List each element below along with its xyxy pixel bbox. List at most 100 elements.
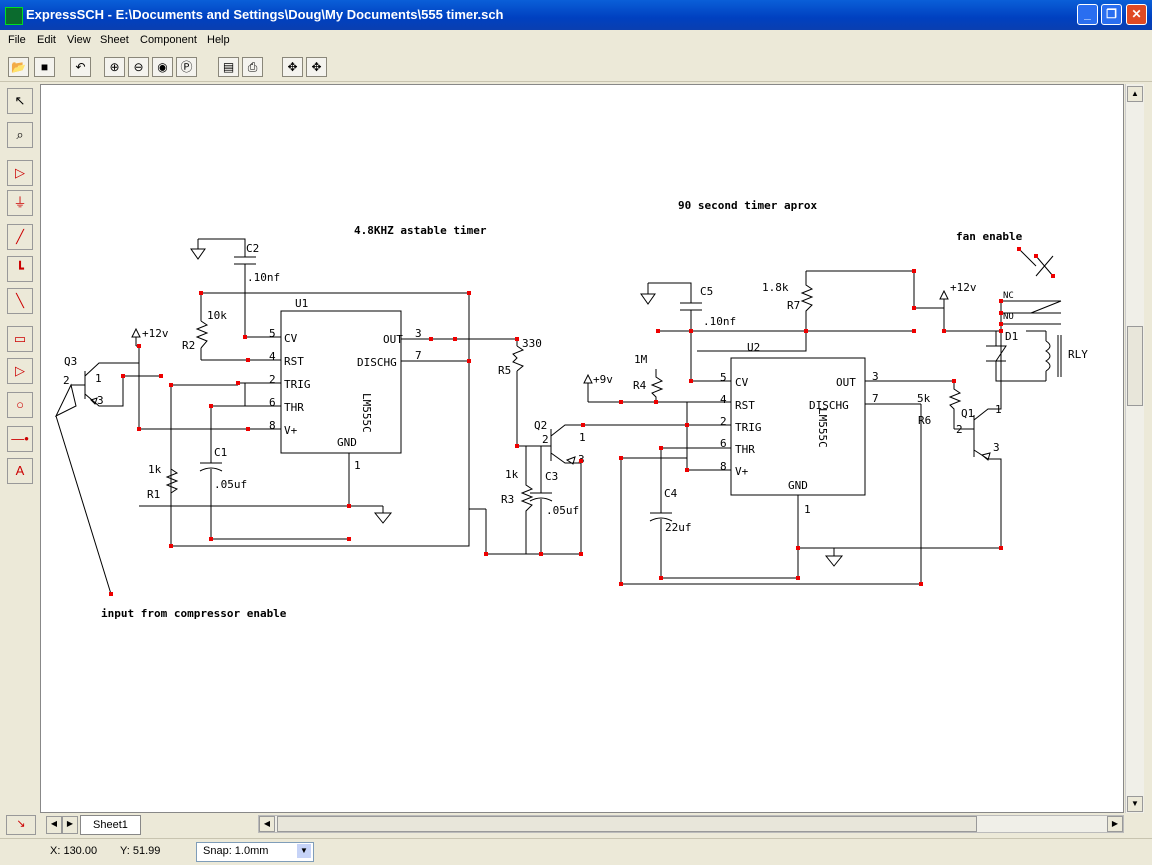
junction-dot bbox=[1051, 274, 1055, 278]
tab-sheet1[interactable]: Sheet1 bbox=[80, 815, 141, 835]
print-icon[interactable]: ⎙ bbox=[242, 57, 263, 77]
wire-tool-icon[interactable]: ▷ bbox=[7, 160, 33, 186]
svg-text:C5: C5 bbox=[700, 285, 713, 298]
junction-dot bbox=[952, 379, 956, 383]
c4-capacitor[interactable]: C4 22uf bbox=[649, 487, 692, 534]
sheet-bar: ↘ ◀ ▶ Sheet1 bbox=[0, 813, 1152, 837]
zoom-out-icon[interactable]: ⊖ bbox=[128, 57, 149, 77]
junction-dot bbox=[246, 427, 250, 431]
zoom-fit-icon[interactable]: ◉ bbox=[152, 57, 173, 77]
u1-chip[interactable]: U1 CV RST TRIG THR V+ OUT DISCHG GND LM5… bbox=[269, 297, 422, 472]
app-icon bbox=[5, 7, 23, 25]
junction-dot bbox=[685, 468, 689, 472]
vertical-scrollbar[interactable]: ▲ ▼ bbox=[1125, 84, 1144, 813]
svg-text:.10nf: .10nf bbox=[247, 271, 280, 284]
svg-text:C3: C3 bbox=[545, 470, 558, 483]
r3-resistor[interactable]: 1k R3 bbox=[501, 446, 534, 554]
minimize-button[interactable]: _ bbox=[1077, 4, 1098, 25]
junction-dot bbox=[199, 291, 203, 295]
properties-icon[interactable]: ▤ bbox=[218, 57, 239, 77]
c5-capacitor[interactable]: C5 .10nf bbox=[640, 282, 736, 331]
menu-component[interactable]: Component bbox=[140, 34, 197, 46]
junction-dot bbox=[137, 344, 141, 348]
pan-center-icon[interactable]: ✥ bbox=[306, 57, 327, 77]
junction-dot bbox=[467, 291, 471, 295]
line-icon[interactable]: ╱ bbox=[7, 224, 33, 250]
close-button[interactable]: ✕ bbox=[1126, 4, 1147, 25]
schematic-canvas[interactable]: 4.8KHZ astable timer 90 second timer apr… bbox=[40, 84, 1124, 813]
snap-select[interactable]: Snap: 1.0mm ▼ bbox=[196, 842, 314, 862]
zoom-in-icon[interactable]: ⊕ bbox=[104, 57, 125, 77]
toolbar: 📂 ■ ↶ ⊕ ⊖ ◉ Ⓟ ▤ ⎙ ✥ ✥ bbox=[0, 51, 1152, 82]
q3-transistor[interactable]: +12v Q3 2 1 3 bbox=[63, 327, 169, 407]
maximize-button[interactable]: ❐ bbox=[1101, 4, 1122, 25]
ground-icon[interactable]: ⏚ bbox=[7, 190, 33, 216]
select-icon[interactable]: ↖ bbox=[7, 88, 33, 114]
zoom-page-icon[interactable]: Ⓟ bbox=[176, 57, 197, 77]
diagonal-line-icon[interactable]: ╲ bbox=[7, 288, 33, 314]
r6-resistor[interactable]: 5k R6 bbox=[917, 381, 962, 429]
tool-palette: ↖ ⌕ ▷ ⏚ ╱ ┗ ╲ ▭ ▷ ○ —• A bbox=[0, 84, 37, 814]
junction-dot bbox=[796, 546, 800, 550]
q1-transistor[interactable]: Q1 2 1 3 bbox=[954, 301, 1002, 548]
svg-text:NO: NO bbox=[1003, 312, 1014, 322]
save-icon[interactable]: ■ bbox=[34, 57, 55, 77]
horizontal-scrollbar[interactable]: ◀ ▶ bbox=[258, 815, 1124, 833]
svg-text:2: 2 bbox=[542, 433, 549, 446]
c3-capacitor[interactable]: C3 .05uf bbox=[529, 446, 579, 554]
sheet-prev-icon[interactable]: ◀ bbox=[46, 816, 62, 834]
svg-text:C2: C2 bbox=[246, 242, 259, 255]
undo-icon[interactable]: ↶ bbox=[70, 57, 91, 77]
component-icon[interactable]: ▭ bbox=[7, 326, 33, 352]
r7-resistor[interactable]: 1.8k R7 bbox=[762, 270, 944, 331]
scroll-right-icon[interactable]: ▶ bbox=[1107, 816, 1123, 832]
menu-help[interactable]: Help bbox=[207, 34, 230, 46]
relay[interactable]: +12v D1 RLY NC NO bbox=[939, 248, 1088, 382]
c2-capacitor[interactable]: C2 .10nf bbox=[190, 238, 280, 284]
c1-capacitor[interactable]: C1 .05uf bbox=[199, 446, 247, 491]
svg-text:GND: GND bbox=[337, 436, 357, 449]
junction-dot bbox=[109, 592, 113, 596]
zoom-select-icon[interactable]: ⌕ bbox=[7, 122, 33, 148]
junction-dot bbox=[169, 383, 173, 387]
junction-dot bbox=[999, 311, 1003, 315]
svg-text:TRIG: TRIG bbox=[284, 378, 311, 391]
r4-resistor[interactable]: +9v 1M R4 bbox=[583, 353, 664, 402]
q2-transistor[interactable]: Q2 2 1 3 bbox=[534, 419, 586, 466]
open-icon[interactable]: 📂 bbox=[8, 57, 29, 77]
r2-resistor[interactable]: 10k R2 bbox=[182, 309, 227, 352]
vertical-scroll-thumb[interactable] bbox=[1127, 326, 1143, 406]
svg-text:1.8k: 1.8k bbox=[762, 281, 789, 294]
menu-edit[interactable]: Edit bbox=[37, 34, 56, 46]
pin-icon[interactable]: —• bbox=[7, 426, 33, 452]
menu-sheet[interactable]: Sheet bbox=[100, 34, 129, 46]
scroll-left-icon[interactable]: ◀ bbox=[259, 816, 275, 832]
buffer-icon[interactable]: ▷ bbox=[7, 358, 33, 384]
window-title: ExpressSCH - E:\Documents and Settings\D… bbox=[26, 7, 504, 22]
bus-icon[interactable]: ┗ bbox=[7, 256, 33, 282]
menu-view[interactable]: View bbox=[67, 34, 91, 46]
junction-dot bbox=[169, 544, 173, 548]
scroll-down-icon[interactable]: ▼ bbox=[1127, 796, 1143, 812]
junction-dot bbox=[919, 582, 923, 586]
sheet-next-icon[interactable]: ▶ bbox=[62, 816, 78, 834]
r1-resistor[interactable]: 1k R1 bbox=[147, 463, 179, 501]
circle-icon[interactable]: ○ bbox=[7, 392, 33, 418]
svg-text:3: 3 bbox=[993, 441, 1000, 454]
svg-text:TRIG: TRIG bbox=[735, 421, 762, 434]
u2-chip[interactable]: U2 CV RST TRIG THR V+ OUT DISCHG GND LM5… bbox=[720, 341, 879, 516]
text-icon[interactable]: A bbox=[7, 458, 33, 484]
menu-file[interactable]: File bbox=[8, 34, 26, 46]
snap-tool-icon[interactable]: ↘ bbox=[6, 815, 36, 835]
svg-text:330: 330 bbox=[522, 337, 542, 350]
pan-icon[interactable]: ✥ bbox=[282, 57, 303, 77]
ground-symbol bbox=[373, 506, 393, 524]
chevron-down-icon[interactable]: ▼ bbox=[297, 844, 311, 858]
svg-text:OUT: OUT bbox=[836, 376, 856, 389]
svg-text:RST: RST bbox=[284, 355, 304, 368]
horizontal-scroll-thumb[interactable] bbox=[277, 816, 977, 832]
r5-resistor[interactable]: 330 R5 bbox=[498, 337, 542, 377]
junction-dot bbox=[654, 400, 658, 404]
scroll-up-icon[interactable]: ▲ bbox=[1127, 86, 1143, 102]
svg-text:OUT: OUT bbox=[383, 333, 403, 346]
